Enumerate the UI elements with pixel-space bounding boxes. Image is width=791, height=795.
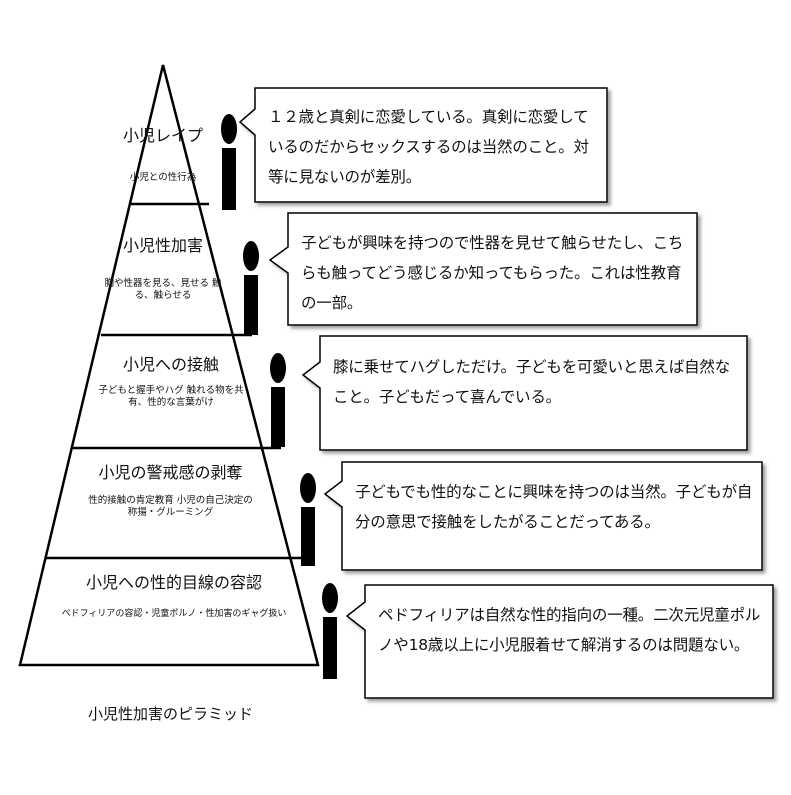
bubble-quote-1: １２歳と真剣に恋愛している。真剣に恋愛しているのだからセックスするのは当然のこと… bbox=[268, 108, 589, 186]
diagram-caption: 小児性加害のピラミッド bbox=[88, 705, 254, 723]
tier-3: 小児への接触 子どもと握手やハグ 触れる物を共有、性的な言葉がけ bbox=[86, 355, 256, 409]
bubble-quote-5: ペドフィリアは自然な性的指向の一種。二次元児童ポルノや18歳以上に小児服着せて解… bbox=[378, 606, 761, 654]
tier-1: 小児レイプ 小児との性行為 bbox=[113, 126, 213, 184]
tier-description: 胸や性器を見る、見せる 触る、触らせる bbox=[104, 278, 222, 301]
bubble-quote-3: 膝に乗せてハグしただけ。子どもを可愛いと思えば自然なこと。子どもだって喜んでいる… bbox=[333, 358, 731, 406]
tier-description: 小児との性行為 bbox=[129, 172, 197, 183]
tier-title: 小児レイプ bbox=[122, 126, 203, 145]
person-icon-4 bbox=[300, 473, 316, 566]
person-icon-2 bbox=[243, 241, 259, 335]
person-icon-5 bbox=[322, 583, 338, 679]
speech-bubble-5 bbox=[345, 584, 774, 699]
person-icon-1 bbox=[221, 114, 237, 210]
person-icon-3 bbox=[270, 353, 286, 447]
tier-title: 小児性加害 bbox=[122, 236, 203, 255]
tier-description: 子どもと握手やハグ 触れる物を共有、性的な言葉がけ bbox=[98, 385, 244, 408]
speech-bubble-3 bbox=[301, 335, 748, 451]
speech-bubble-2 bbox=[268, 212, 698, 326]
tier-title: 小児への接触 bbox=[122, 355, 219, 374]
tier-description: 性的接触の肯定教育 小児の自己決定の称揚・グルーミング bbox=[88, 495, 253, 518]
tier-4: 小児の警戒感の剥奪 性的接触の肯定教育 小児の自己決定の称揚・グルーミング bbox=[68, 463, 273, 519]
speech-bubble-1 bbox=[238, 87, 608, 203]
bubble-quote-4: 子どもでも性的なことに興味を持つのは当然。子どもが自分の意思で接触をしたがること… bbox=[355, 483, 753, 531]
bubble-quote-2: 子どもが興味を持つので性器を見せて触らせたし、こちらも触ってどう感じるか知っても… bbox=[301, 234, 684, 312]
tier-2: 小児性加害 胸や性器を見る、見せる 触る、触らせる bbox=[103, 236, 223, 302]
tier-5: 小児への性的目線の容認 ペドフィリアの容認・児童ポルノ・性加害のギャグ扱い bbox=[40, 573, 308, 620]
speech-bubble-4 bbox=[323, 461, 763, 571]
pyramid-outline bbox=[18, 64, 320, 667]
tier-title: 小児への性的目線の容認 bbox=[85, 573, 262, 592]
tier-title: 小児の警戒感の剥奪 bbox=[98, 463, 243, 482]
tier-description: ペドフィリアの容認・児童ポルノ・性加害のギャグ扱い bbox=[61, 609, 287, 619]
